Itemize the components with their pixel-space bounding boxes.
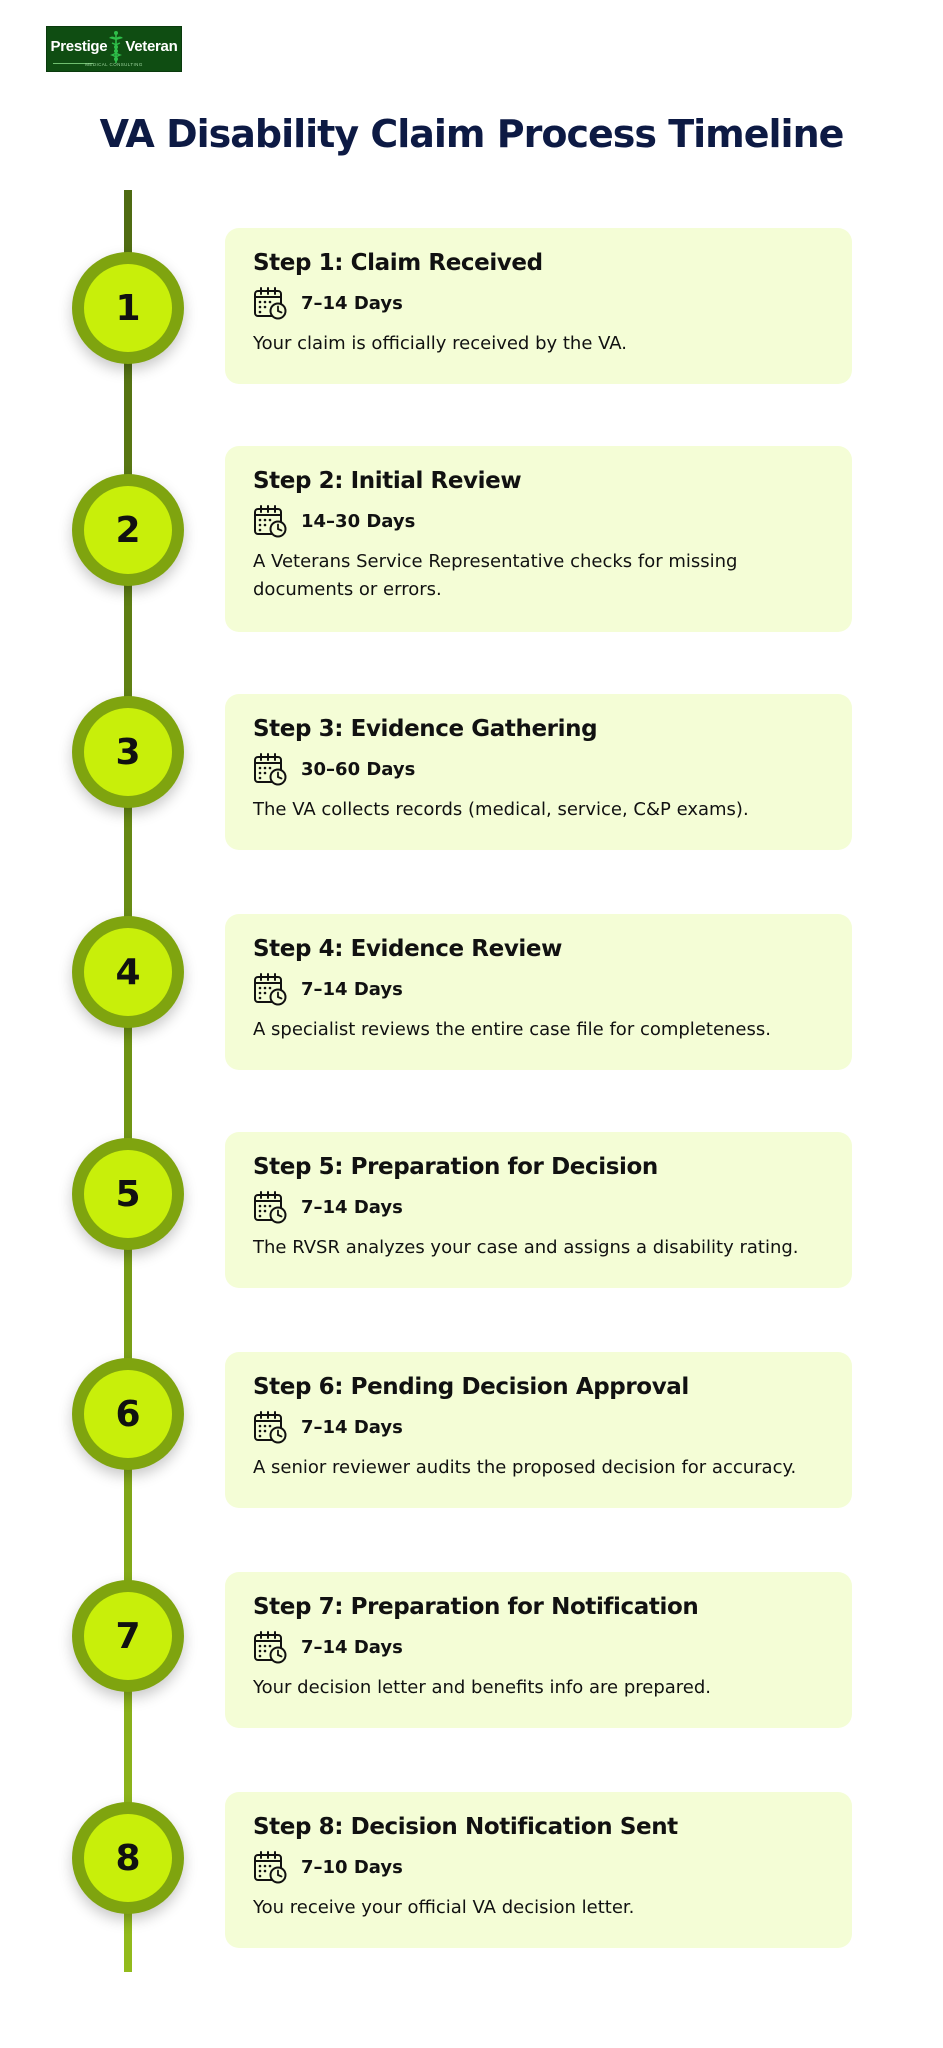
page-title: VA Disability Claim Process Timeline: [99, 112, 845, 156]
step-marker: 2: [72, 474, 184, 586]
logo-underline: [53, 63, 93, 64]
calendar-clock-icon: [254, 753, 287, 786]
step-duration: 7–14 Days: [301, 1196, 403, 1218]
step-description: The RVSR analyzes your case and assigns …: [253, 1237, 799, 1258]
calendar-clock-icon: [254, 287, 287, 320]
step-description: A specialist reviews the entire case fil…: [253, 1019, 771, 1040]
step-duration-row: 7–10 Days: [253, 1850, 824, 1884]
step-description: Your claim is officially received by the…: [253, 333, 628, 354]
step-duration-row: 7–14 Days: [253, 1190, 824, 1224]
step-description: A Veterans Service Representative checks…: [253, 551, 738, 600]
step-card: Step 7: Preparation for Notification: [225, 1572, 852, 1728]
logo-tagline: MEDICAL CONSULTING: [85, 62, 143, 67]
step-title: Step 7: Preparation for Notification: [253, 1594, 699, 1620]
step-card: Step 4: Evidence Review: [225, 914, 852, 1070]
step-duration: 7–14 Days: [301, 1416, 403, 1438]
step-marker: 3: [72, 696, 184, 808]
step-description: A senior reviewer audits the proposed de…: [253, 1457, 797, 1478]
step-number: 1: [84, 264, 172, 352]
step-title: Step 8: Decision Notification Sent: [253, 1814, 678, 1840]
step-number: 4: [84, 928, 172, 1016]
logo-word-right: Veteran: [125, 37, 178, 55]
step-duration: 7–10 Days: [301, 1856, 403, 1878]
logo-word-left: Prestige: [50, 37, 108, 55]
step-title: Step 5: Preparation for Decision: [253, 1154, 658, 1180]
timeline-step: 8 Step 8: Decision Notification Sent: [0, 0, 943, 1948]
calendar-clock-icon: [254, 973, 287, 1006]
step-card: Step 1: Claim Received: [225, 228, 852, 384]
calendar-clock-icon: [254, 1191, 287, 1224]
step-number: 8: [84, 1814, 172, 1902]
step-duration-row: 14–30 Days: [253, 504, 824, 538]
timeline-step: 1 Step 1: Claim Received: [0, 0, 943, 384]
step-title: Step 6: Pending Decision Approval: [253, 1374, 689, 1400]
step-card: Step 3: Evidence Gathering: [225, 694, 852, 850]
step-marker: 6: [72, 1358, 184, 1470]
step-duration-row: 30–60 Days: [253, 752, 824, 786]
calendar-clock-icon: [254, 1851, 287, 1884]
logo: Prestige Veteran MEDICAL CONSULTING: [46, 26, 182, 72]
calendar-clock-icon: [254, 1411, 287, 1444]
step-description: Your decision letter and benefits info a…: [253, 1677, 712, 1698]
step-duration: 7–14 Days: [301, 292, 403, 314]
step-description: You receive your official VA decision le…: [253, 1897, 635, 1918]
step-number: 7: [84, 1592, 172, 1680]
step-card: Step 2: Initial Review: [225, 446, 852, 632]
step-duration: 7–14 Days: [301, 1636, 403, 1658]
caduceus-icon: [109, 31, 124, 63]
timeline-step: 5 Step 5: Preparation for Decision: [0, 0, 943, 1288]
step-card: Step 5: Preparation for Decision: [225, 1132, 852, 1288]
timeline-step: 2 Step 2: Initial Review: [0, 0, 943, 632]
step-marker: 8: [72, 1802, 184, 1914]
step-card: Step 8: Decision Notification Sent: [225, 1792, 852, 1948]
step-duration-row: 7–14 Days: [253, 286, 824, 320]
step-description: The VA collects records (medical, servic…: [253, 799, 749, 820]
step-duration-row: 7–14 Days: [253, 1630, 824, 1664]
step-duration: 30–60 Days: [301, 758, 416, 780]
step-title: Step 2: Initial Review: [253, 468, 522, 494]
step-marker: 1: [72, 252, 184, 364]
timeline-step: 7 Step 7: Preparation for Notification: [0, 0, 943, 1728]
timeline-step: 3 Step 3: Evidence Gathering: [0, 0, 943, 850]
calendar-clock-icon: [254, 1631, 287, 1664]
step-duration-row: 7–14 Days: [253, 972, 824, 1006]
step-marker: 5: [72, 1138, 184, 1250]
timeline-step: 4 Step 4: Evidence Review: [0, 0, 943, 1070]
timeline-step: 6 Step 6: Pending Decision Approval: [0, 0, 943, 1508]
step-duration-row: 7–14 Days: [253, 1410, 824, 1444]
step-duration: 14–30 Days: [301, 510, 416, 532]
step-title: Step 4: Evidence Review: [253, 936, 562, 962]
step-title: Step 1: Claim Received: [253, 250, 543, 276]
step-number: 5: [84, 1150, 172, 1238]
step-marker: 4: [72, 916, 184, 1028]
timeline-line: [124, 190, 132, 1972]
step-number: 2: [84, 486, 172, 574]
step-number: 6: [84, 1370, 172, 1458]
step-number: 3: [84, 708, 172, 796]
step-marker: 7: [72, 1580, 184, 1692]
step-card: Step 6: Pending Decision Approval: [225, 1352, 852, 1508]
step-title: Step 3: Evidence Gathering: [253, 716, 598, 742]
step-duration: 7–14 Days: [301, 978, 403, 1000]
calendar-clock-icon: [254, 505, 287, 538]
